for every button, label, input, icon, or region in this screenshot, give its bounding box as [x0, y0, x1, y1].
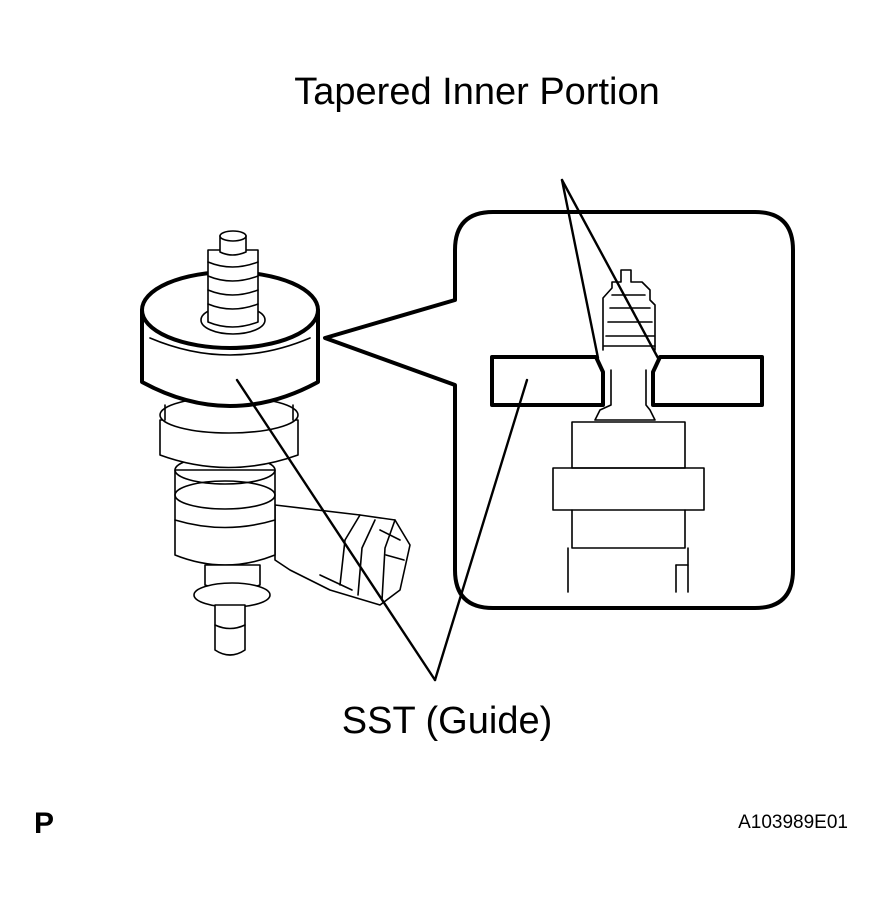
injector-collar [159, 396, 299, 469]
figure-id: A103989E01 [738, 812, 848, 833]
detail-injector-section [552, 269, 705, 593]
injector-tip [207, 230, 259, 328]
tapered-inner-portion-label: Tapered Inner Portion [294, 71, 659, 113]
detail-callout [323, 210, 795, 610]
detail-guide-section [490, 355, 764, 407]
injector-body [174, 455, 276, 656]
sst-guide-label: SST (Guide) [342, 700, 552, 742]
injector-connector [274, 504, 411, 606]
tapered-leader-left [560, 178, 600, 360]
corner-mark: P [34, 807, 54, 840]
leader-lines [235, 178, 660, 682]
sst-leader-detail [433, 378, 529, 682]
sst-leader-main [235, 378, 437, 682]
fuel-injector-illustration [140, 230, 411, 656]
tapered-leader-right [560, 178, 660, 360]
